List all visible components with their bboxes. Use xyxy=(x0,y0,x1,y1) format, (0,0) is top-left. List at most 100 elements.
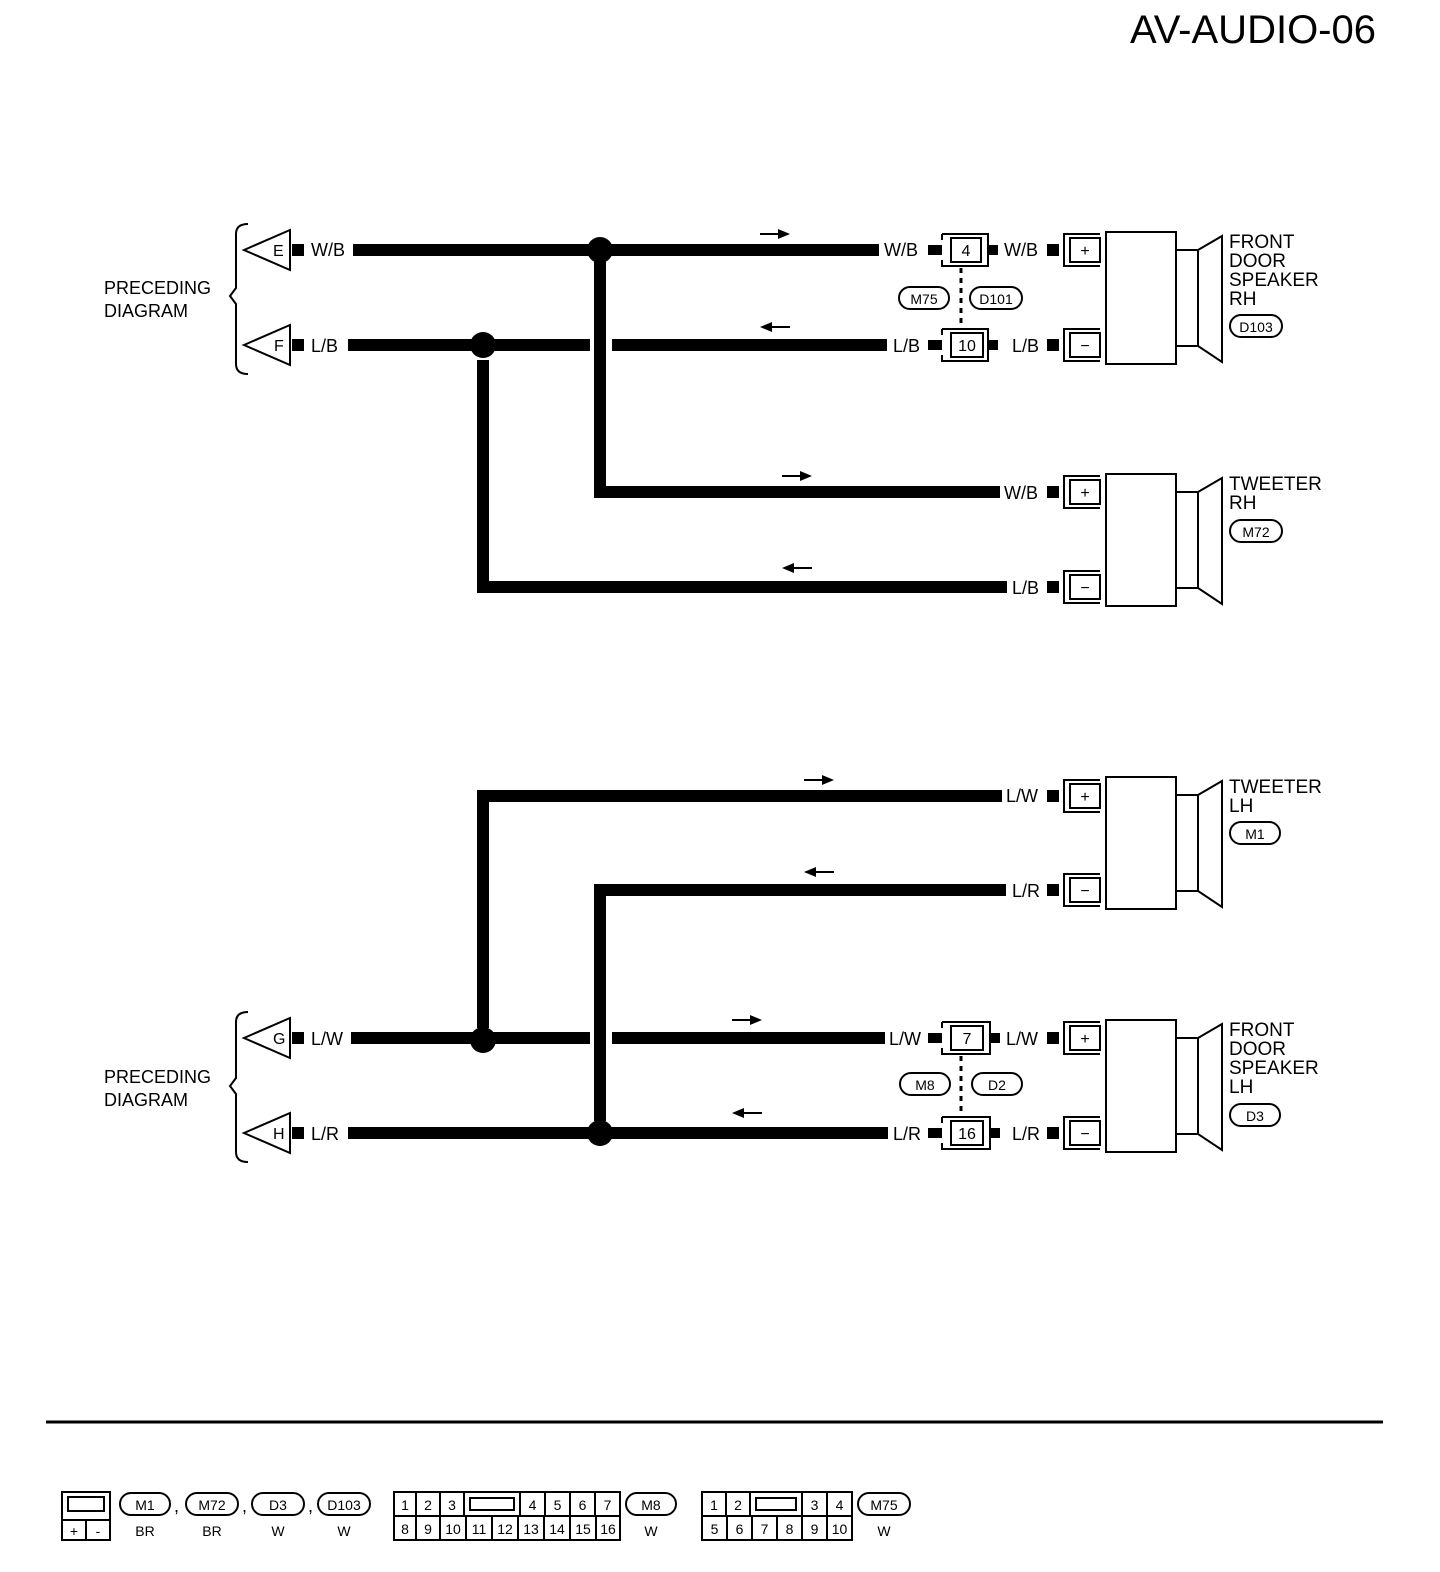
pin-box-4-stub xyxy=(988,245,998,255)
legend-comma: , xyxy=(242,1496,247,1516)
terminal-f-flag xyxy=(241,323,291,367)
speaker-terminal-stub xyxy=(1047,1127,1059,1139)
wire-label-lb-in: L/B xyxy=(893,336,920,356)
pin-number: 6 xyxy=(579,1497,587,1513)
pin-box-4-tab xyxy=(928,245,942,255)
speaker-terminal-stub xyxy=(1047,884,1059,896)
speaker-minus-label: − xyxy=(1080,338,1089,355)
page-title: AV-AUDIO-06 xyxy=(1130,8,1376,52)
connector-m8-badge xyxy=(899,1072,951,1096)
speaker-cone xyxy=(1197,1022,1223,1152)
wire-lb-branch-vertical xyxy=(477,360,489,593)
connector-d2-label: D2 xyxy=(988,1077,1006,1093)
speaker-cone xyxy=(1197,234,1223,364)
front-lh-line2: DOOR xyxy=(1229,1039,1286,1060)
front-lh-line4: LH xyxy=(1229,1077,1253,1098)
pin-box-7-housing xyxy=(941,1021,991,1055)
legend-d3-label: D3 xyxy=(269,1497,287,1513)
pin-number: 10 xyxy=(832,1521,848,1537)
arrow-right-icon xyxy=(732,1015,762,1025)
connector-d101-label: D101 xyxy=(979,291,1013,307)
terminal-h-label: H xyxy=(273,1126,285,1143)
speaker-cone xyxy=(1197,476,1223,606)
pin-number: 6 xyxy=(736,1521,744,1537)
wire-wb-branch-horizontal xyxy=(594,486,1000,498)
pin-number: 1 xyxy=(401,1497,409,1513)
pin-number: 8 xyxy=(786,1521,794,1537)
terminal-e-stub xyxy=(292,244,304,256)
tweeter-rh-line2: RH xyxy=(1229,493,1256,514)
speaker-minus-label: − xyxy=(1080,883,1089,900)
speaker-terminal-stub xyxy=(1047,339,1059,351)
tweeter-rh: + − xyxy=(1047,473,1223,607)
pin-number: 5 xyxy=(711,1521,719,1537)
pin-number: 12 xyxy=(497,1521,513,1537)
pin-number: 7 xyxy=(604,1497,612,1513)
terminal-e-flag xyxy=(241,228,291,272)
terminal-f-label: F xyxy=(274,338,284,355)
connector-m72-badge xyxy=(1229,519,1283,543)
speaker-terminal-stub xyxy=(1047,244,1059,256)
wire-lb-main-right xyxy=(612,339,887,351)
pin-box-7 xyxy=(950,1025,984,1051)
speaker-body xyxy=(1105,231,1177,365)
terminal-g-flag xyxy=(241,1016,291,1060)
wire-lr-branch-horizontal xyxy=(594,884,1006,896)
speaker-minus-label: − xyxy=(1080,1126,1089,1143)
speaker-body xyxy=(1105,776,1177,910)
pin-box-16-housing xyxy=(941,1116,991,1150)
pin-number: 16 xyxy=(600,1521,616,1537)
pin-number: 4 xyxy=(529,1497,537,1513)
pin-number: 1 xyxy=(710,1497,718,1513)
preceding-bracket-top xyxy=(228,223,249,375)
connector-m72-label: M72 xyxy=(1242,524,1269,540)
legend-color-w-2: W xyxy=(337,1523,351,1539)
arrow-right-icon xyxy=(760,229,790,239)
pin-number: 15 xyxy=(575,1521,591,1537)
pin-number: 5 xyxy=(554,1497,562,1513)
front-rh-line1: FRONT xyxy=(1229,232,1295,253)
pin-box-16-tab xyxy=(928,1128,942,1138)
front-rh-line2: DOOR xyxy=(1229,251,1286,272)
wire-label-wb-in: W/B xyxy=(884,240,918,260)
arrow-left-icon xyxy=(732,1108,762,1118)
wire-label-f: L/B xyxy=(311,336,338,356)
arrow-left-icon xyxy=(782,563,812,573)
legend-d103-label: D103 xyxy=(327,1497,361,1513)
pin-number: 4 xyxy=(836,1497,844,1513)
wire-lw-branch-horizontal xyxy=(477,790,1002,802)
connector-d3-badge xyxy=(1229,1103,1281,1127)
pin-box-7-stub xyxy=(990,1033,1000,1043)
wire-label-lw-in: L/W xyxy=(889,1029,921,1049)
pin-number: 13 xyxy=(523,1521,539,1537)
wire-label-tweeter-rh-plus: W/B xyxy=(1004,483,1038,503)
pin-number: 2 xyxy=(734,1497,742,1513)
tweeter-lh-line2: LH xyxy=(1229,796,1253,817)
preceding-label-bottom-2: DIAGRAM xyxy=(104,1090,188,1110)
splice-lb xyxy=(470,332,496,358)
terminal-e-label: E xyxy=(273,243,284,260)
front-lh-line1: FRONT xyxy=(1229,1020,1295,1041)
wire-label-lb-out: L/B xyxy=(1012,336,1039,356)
preceding-bracket-bottom xyxy=(228,1011,249,1163)
speaker-terminal-stub xyxy=(1047,1032,1059,1044)
terminal-g-stub xyxy=(292,1032,304,1044)
speaker-body xyxy=(1105,473,1177,607)
connector-m1-badge xyxy=(1229,821,1281,845)
tweeter-rh-line1: TWEETER xyxy=(1229,474,1322,495)
connector-m75-badge xyxy=(898,286,950,310)
pin-box-4-housing xyxy=(941,233,989,267)
legend-d3-badge xyxy=(251,1492,305,1516)
legend-speaker-connector: + - xyxy=(61,1491,111,1541)
legend-comma: , xyxy=(174,1496,179,1516)
wire-lw-branch-vertical xyxy=(477,790,489,1028)
wire-label-tweeter-rh-minus: L/B xyxy=(1012,578,1039,598)
preceding-label-top-1: PRECEDING xyxy=(104,278,211,298)
pin-number: 10 xyxy=(445,1521,461,1537)
terminal-f-stub xyxy=(292,339,304,351)
speaker-minus-label: − xyxy=(1080,580,1089,597)
front-rh-line4: RH xyxy=(1229,289,1256,310)
legend-plus: + xyxy=(70,1523,78,1539)
